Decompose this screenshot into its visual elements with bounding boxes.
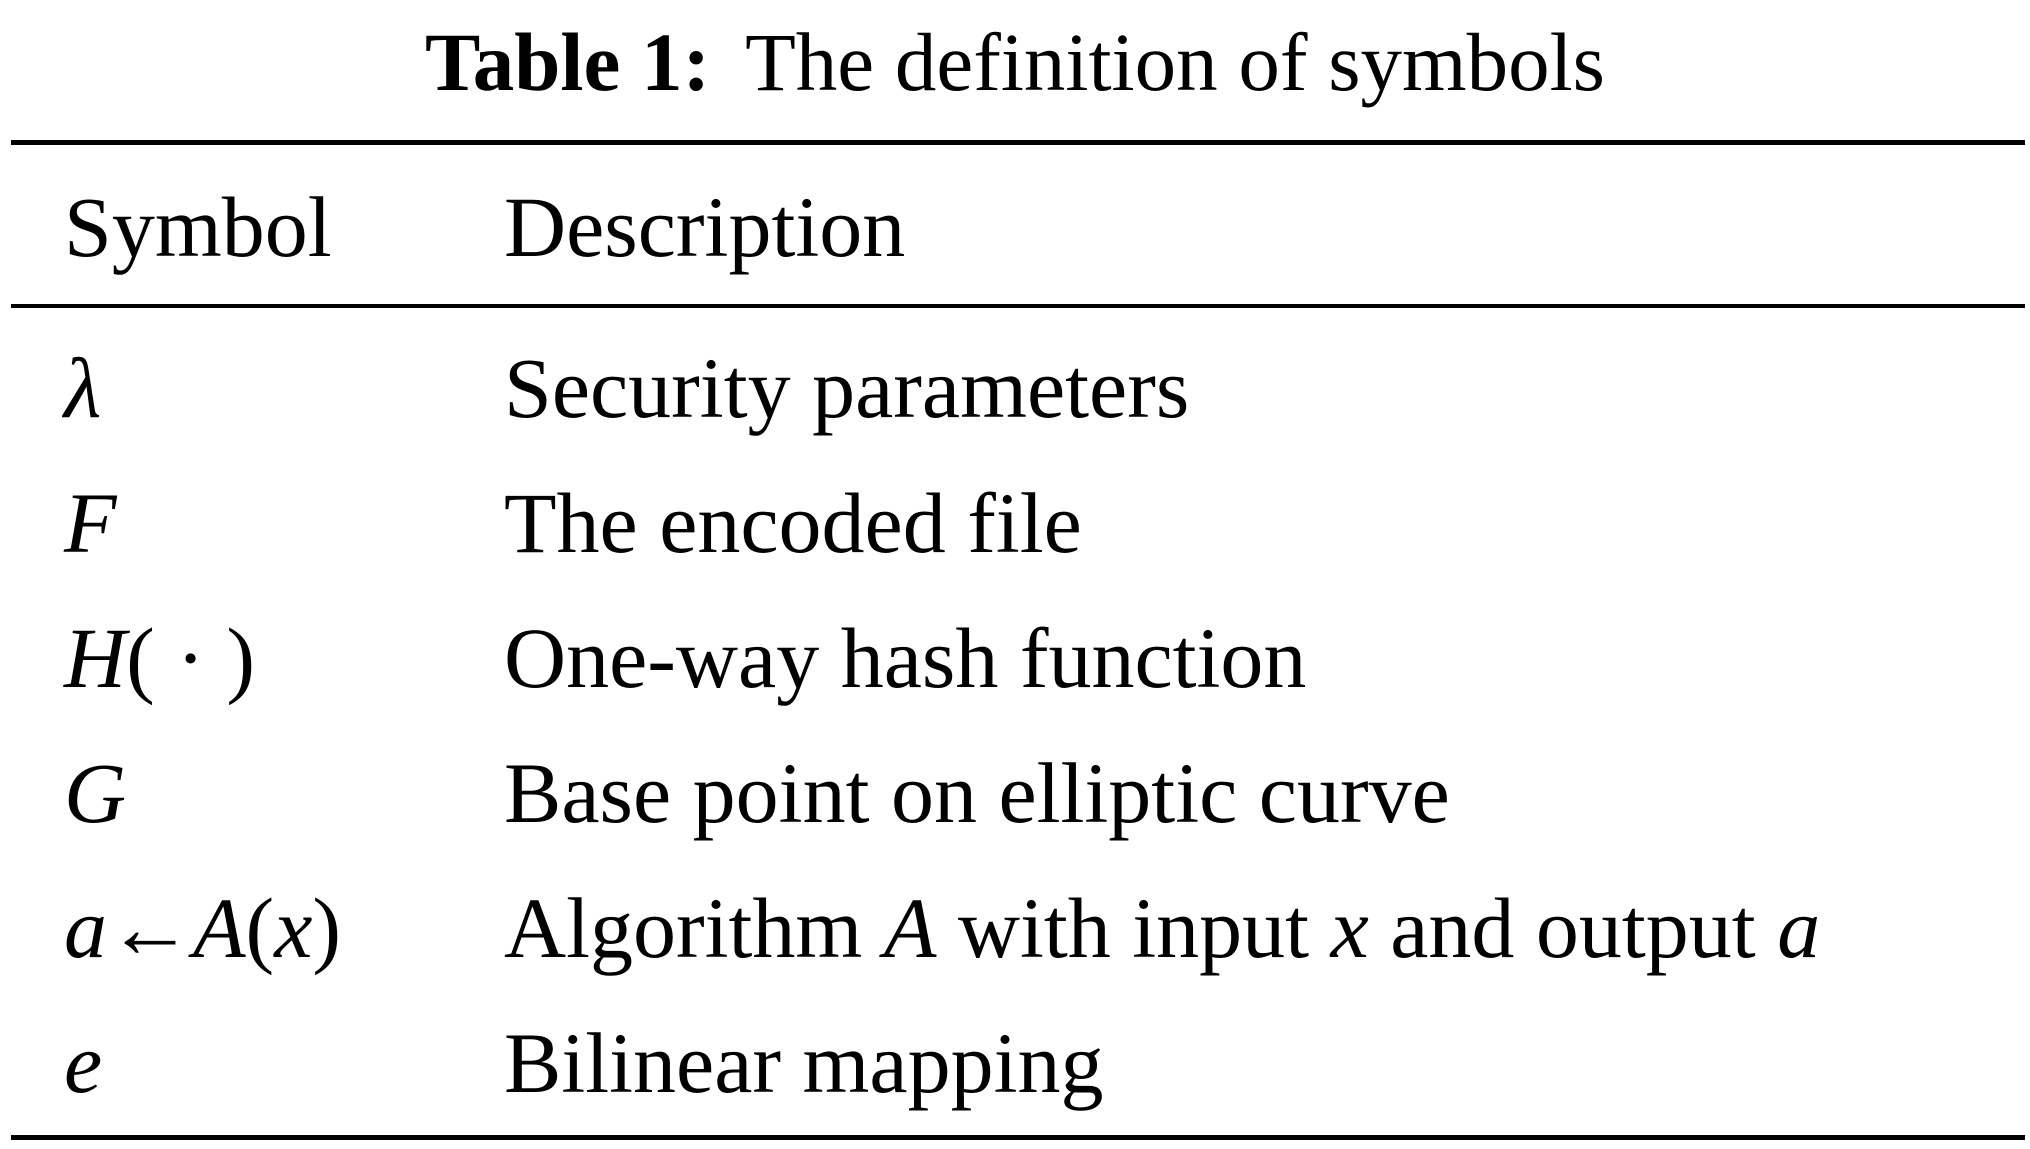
header-rule	[11, 304, 2025, 308]
row-symbol-g: G	[64, 745, 127, 841]
hash-function-name: H	[64, 610, 127, 706]
caption-text: The definition of symbols	[745, 16, 1605, 108]
algorithm-name: A	[193, 880, 246, 976]
row-symbol-f: F	[64, 475, 117, 571]
desc-var-a-upper: A	[883, 880, 937, 976]
caption-label: Table 1:	[425, 16, 711, 108]
top-rule	[11, 140, 2025, 145]
hash-function-args: ( · )	[126, 610, 256, 706]
desc-part-3: and output	[1368, 880, 1778, 976]
desc-part-1: Algorithm	[504, 880, 884, 976]
left-arrow: ←	[107, 880, 193, 976]
bottom-rule	[11, 1135, 2025, 1140]
row-symbol-lambda: λ	[64, 340, 102, 436]
row-description-bilinear-mapping: Bilinear mapping	[504, 1015, 1104, 1111]
row-symbol-algorithm: a←A(x)	[64, 885, 341, 971]
algorithm-input-var: x	[274, 880, 313, 976]
row-description-algorithm: Algorithm A with input x and output a	[504, 885, 1820, 971]
desc-var-a-lower: a	[1777, 880, 1821, 976]
header-symbol: Symbol	[64, 179, 332, 275]
row-description-security-parameters: Security parameters	[504, 340, 1190, 436]
table-caption: Table 1: The definition of symbols	[0, 0, 2030, 124]
header-description: Description	[504, 179, 906, 275]
row-symbol-e: e	[64, 1015, 103, 1111]
desc-part-2: with input	[936, 880, 1331, 976]
close-paren: )	[312, 880, 341, 976]
row-symbol-hash: H( · )	[64, 615, 255, 701]
row-description-base-point: Base point on elliptic curve	[504, 745, 1450, 841]
desc-var-x: x	[1330, 880, 1369, 976]
open-paren: (	[245, 880, 275, 976]
row-description-encoded-file: The encoded file	[504, 475, 1082, 571]
algorithm-output-var: a	[64, 880, 107, 976]
row-description-hash-function: One-way hash function	[504, 610, 1307, 706]
